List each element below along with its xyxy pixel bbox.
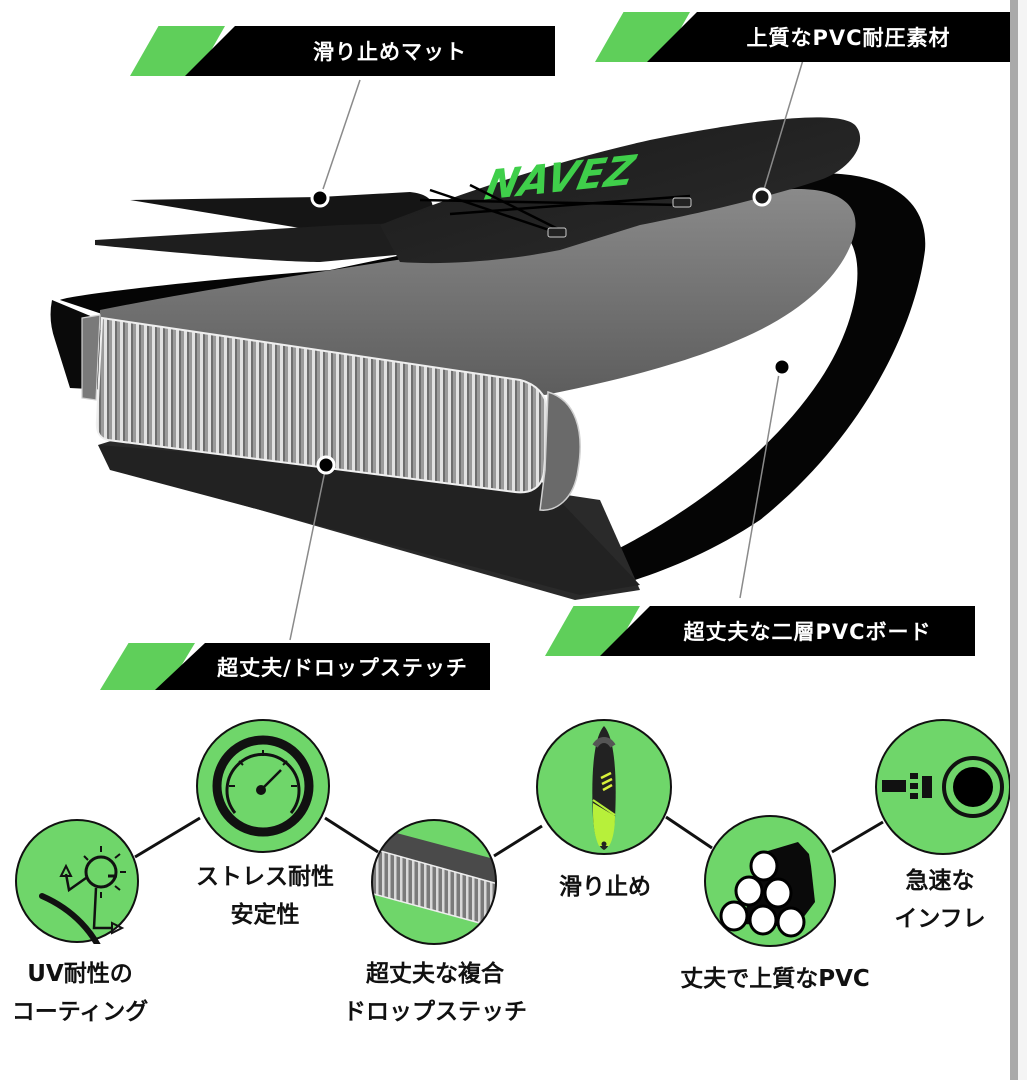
callout-drop-stitch: 超丈夫/ドロップステッチ: [100, 643, 490, 690]
top-deck: [380, 117, 861, 264]
scrollbar-track[interactable]: [1018, 0, 1027, 1080]
scrollbar[interactable]: [1010, 0, 1018, 1080]
feature-label-anti-slip: 滑り止め: [559, 874, 651, 900]
callout-traction-mat: 滑り止めマット: [130, 26, 555, 76]
callout-markers: [310, 187, 792, 475]
callout-double-layer-pvc: 超丈夫な二層PVCボード: [545, 606, 975, 656]
features-connector: [134, 815, 884, 859]
outer-pvc-shell: [60, 173, 926, 591]
pressure-gauge-icon: [196, 719, 330, 853]
feature-label-pvc: 丈夫で上質なPVC: [680, 966, 870, 992]
callout-pvc-material: 上質なPVC耐圧素材: [595, 12, 1010, 62]
bungee-cords: [419, 183, 691, 234]
pvc-rolls-icon: [704, 815, 836, 947]
feature-label-uv: UV耐性の コーティング: [11, 961, 149, 1025]
valve-inflate-icon: [875, 719, 1011, 855]
board-layers-illustration: NAVEZ: [50, 59, 926, 641]
feature-label-inflate: 急速な インフレ: [894, 868, 986, 932]
drop-stitch-icon: [371, 819, 497, 945]
core-top-surface: [100, 189, 856, 395]
traction-pad: [130, 192, 433, 228]
feature-label-drop-stitch: 超丈夫な複合 ドロップステッチ: [343, 961, 527, 1025]
drop-stitch-core: [95, 316, 550, 494]
feature-label-stress: ストレス耐性 安定性: [196, 864, 334, 928]
paddle-board-icon: [536, 719, 672, 855]
uv-sun-icon: [15, 819, 139, 944]
